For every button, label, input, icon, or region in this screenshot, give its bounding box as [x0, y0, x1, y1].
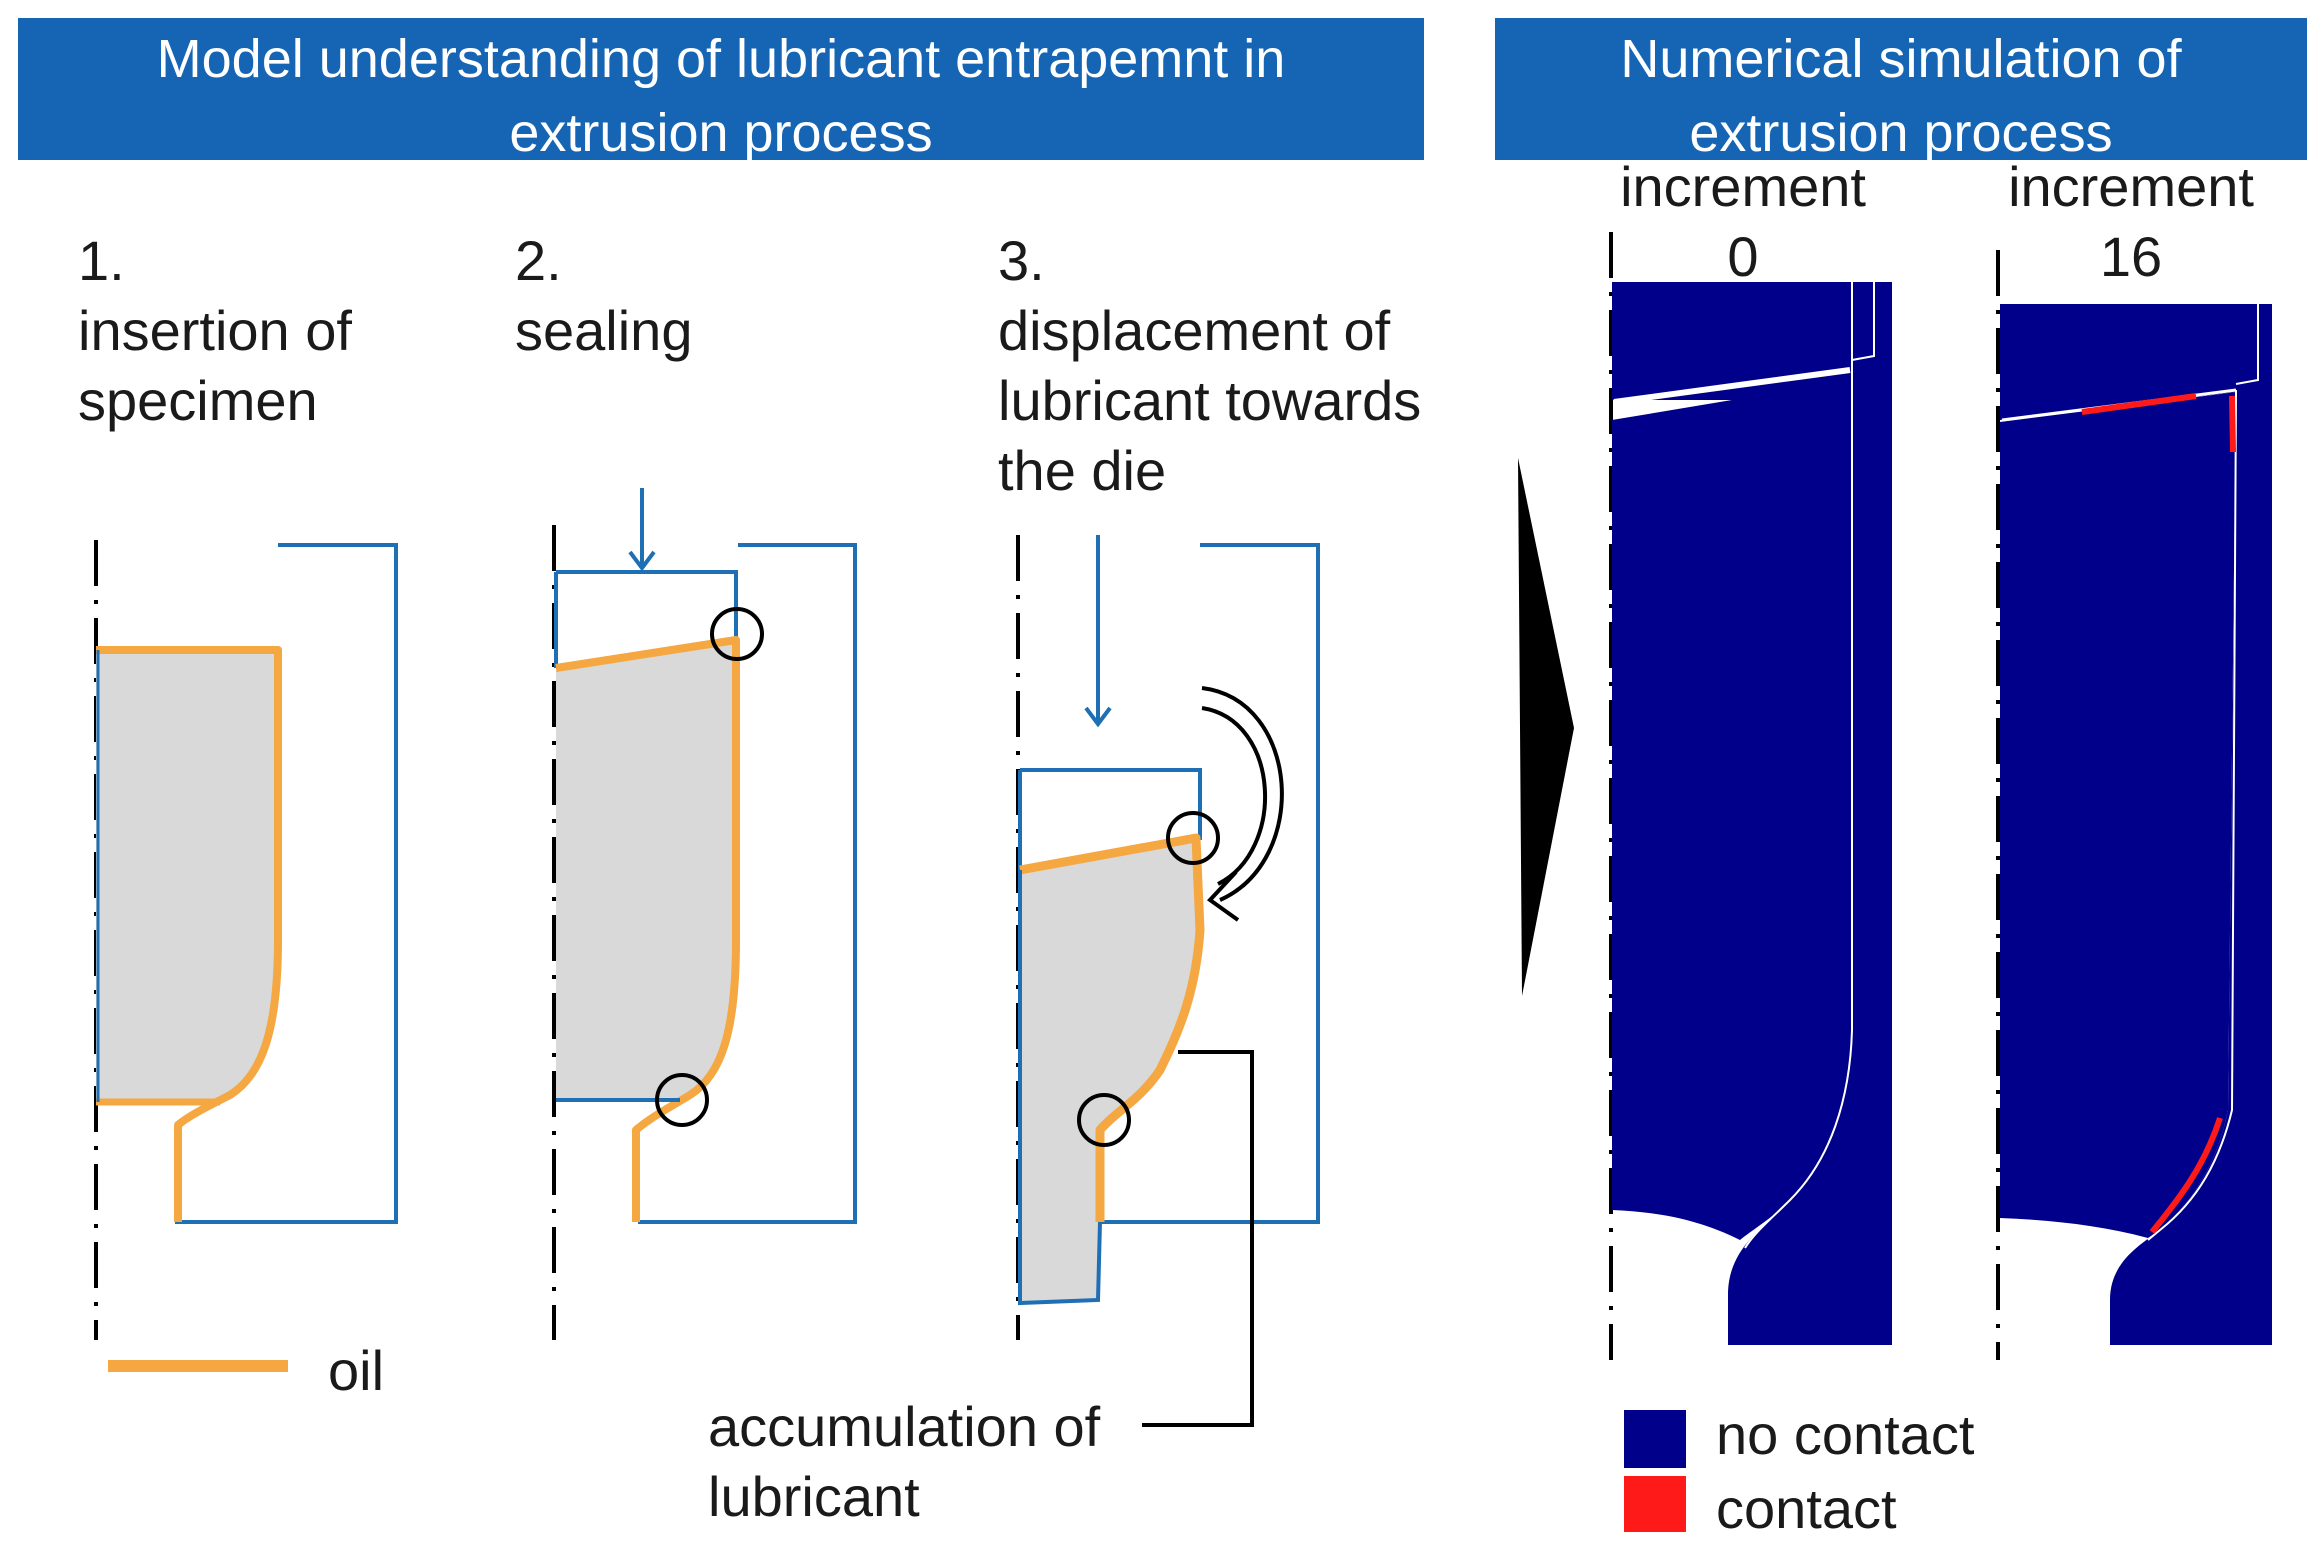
oil-film-1 [96, 646, 282, 1222]
right-triangle-arrow-icon [1518, 458, 1574, 996]
curved-double-arrow-icon-head [1206, 870, 1240, 922]
step-1-text-line1: insertion of [78, 299, 352, 362]
punch-outline-3 [1018, 768, 1202, 870]
sim-die-edge-16 [2235, 304, 2259, 385]
sim-body-0 [1612, 282, 1892, 1345]
specimen-body-3 [1020, 838, 1200, 1303]
step-1-label: 1. insertion of specimen [78, 226, 352, 436]
accumulation-line2: lubricant [708, 1465, 920, 1528]
legend-contact-swatch [1624, 1476, 1686, 1532]
circle-marker-icon [710, 607, 764, 661]
circle-marker-icon [1166, 811, 1220, 865]
model-understanding-banner: Model understanding of lubricant entrape… [18, 18, 1424, 163]
specimen-outline-3 [1018, 870, 1102, 1306]
contact-segment-radius [2149, 1117, 2223, 1234]
banner-right-line1: Numerical simulation of [1620, 29, 2182, 89]
down-arrow-icon-head [628, 550, 656, 572]
banner-left-line1: Model understanding of lubricant entrape… [156, 29, 1286, 89]
circle-marker-icon [655, 1073, 709, 1127]
step-3-label: 3. displacement of lubricant towards the… [998, 226, 1421, 506]
down-arrow-icon-head [1084, 706, 1112, 728]
curved-double-arrow-icon-inner [1201, 706, 1268, 886]
sim-gap-line-0 [1613, 367, 1851, 405]
sim-contour-16 [2147, 389, 2237, 1241]
step-2-text-line1: sealing [515, 299, 693, 362]
legend-contact-label: contact [1716, 1477, 1897, 1540]
banner-left-line2: extrusion process [509, 103, 933, 163]
circle-marker-icon [1077, 1093, 1131, 1147]
specimen-body-2 [556, 640, 736, 1102]
oil-legend-label: oil [328, 1339, 385, 1402]
step-2-label: 2. sealing [515, 226, 692, 366]
die-outline-1 [175, 543, 398, 1224]
step-2-number: 2. [515, 229, 562, 292]
legend-no-contact-label: no contact [1716, 1403, 1975, 1466]
step-1-figure [94, 540, 398, 1340]
curved-double-arrow-icon [1201, 686, 1284, 902]
punch-outline-2 [554, 570, 738, 668]
sim-die-edge-0 [1851, 282, 1875, 361]
die-outline-3 [1100, 543, 1320, 1224]
oil-film-3 [1019, 833, 1205, 1222]
legend-no-contact-swatch [1624, 1410, 1686, 1468]
increment-0-value: 0 [1727, 225, 1759, 288]
increment-16-label: increment 16 [1996, 152, 2266, 292]
step-2-figure [552, 488, 857, 1340]
step-1-text-line2: specimen [78, 369, 318, 432]
increment-0-label: increment 0 [1608, 152, 1878, 292]
step-3-text-line3: the die [998, 439, 1167, 502]
step-1-number: 1. [78, 229, 125, 292]
increment-16-value: 16 [2099, 225, 2163, 288]
sim-body-0-lower [1612, 380, 1852, 1240]
increment-16-word: increment [2008, 155, 2254, 218]
step-3-figure [1016, 535, 1320, 1427]
simulation-panel-increment-0 [1609, 232, 1892, 1360]
sim-contour-0 [1744, 282, 1853, 1249]
banner-right-line2: extrusion process [1689, 103, 2113, 163]
step-3-number: 3. [998, 229, 1045, 292]
accumulation-annotation: accumulation of lubricant [708, 1392, 1100, 1532]
die-outline-2 [638, 543, 857, 1224]
accumulation-leader-line [1142, 1050, 1254, 1427]
contact-segment-side [2229, 395, 2236, 453]
specimen-body-1 [96, 650, 278, 1106]
accumulation-line1: accumulation of [708, 1395, 1101, 1458]
contact-segment-top [2081, 393, 2197, 415]
sim-body-16 [2000, 304, 2272, 1345]
sim-body-0-top [1612, 282, 1852, 385]
step-3-text-line1: displacement of [998, 299, 1391, 362]
numerical-simulation-banner: Numerical simulation of extrusion proces… [1495, 18, 2307, 163]
increment-0-word: increment [1620, 155, 1866, 218]
simulation-panel-increment-16 [1996, 250, 2272, 1360]
step-3-text-line2: lubricant towards [998, 369, 1422, 432]
sim-body-16-lower [2000, 392, 2236, 1238]
